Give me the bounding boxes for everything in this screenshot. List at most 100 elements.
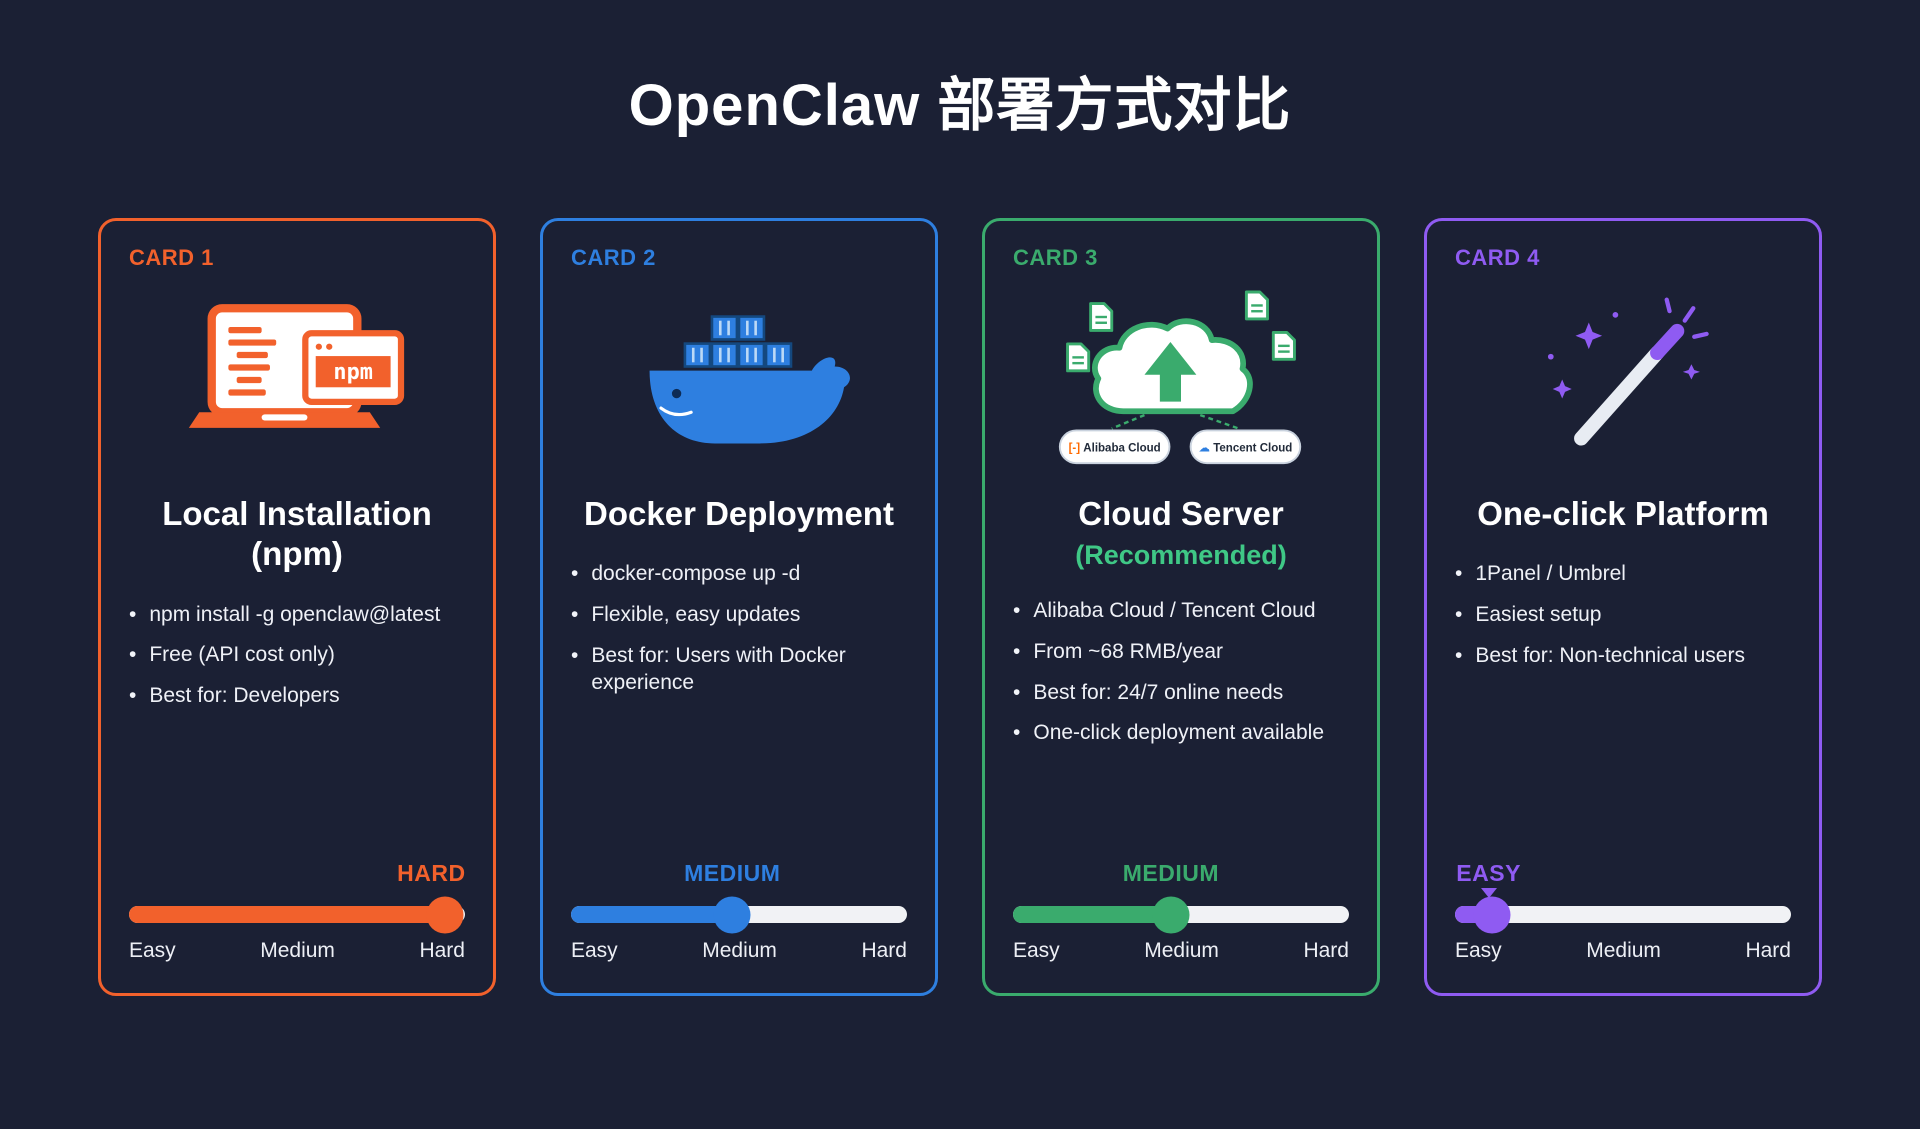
card-label: CARD 4 xyxy=(1455,245,1540,270)
bullet-dot: • xyxy=(129,643,137,667)
scale-label-hard: Hard xyxy=(419,939,465,962)
bullet-dot: • xyxy=(1455,562,1463,586)
bullet-text: npm install -g openclaw@latest xyxy=(149,602,441,626)
difficulty-slider xyxy=(129,896,465,933)
slider-knob xyxy=(713,896,751,933)
bullet-list: • npm install -g openclaw@latest • Free (AP… xyxy=(129,601,465,723)
difficulty-section: MEDIUM Easy Medium Hard xyxy=(1013,860,1349,963)
difficulty-label: MEDIUM xyxy=(1122,860,1220,886)
bullet-list: • Alibaba Cloud / Tencent Cloud • From ~68 … xyxy=(1013,597,1349,760)
slider-knob xyxy=(426,896,464,933)
bullet-item: • docker-compose up -d xyxy=(571,560,907,588)
card-cloud-server: CARD 3 xyxy=(982,218,1380,996)
bullet-text: docker-compose up -d xyxy=(591,562,801,586)
difficulty-label-row: HARD xyxy=(129,860,465,894)
bullet-text: From ~68 RMB/year xyxy=(1033,639,1223,663)
bullet-text: Flexible, easy updates xyxy=(591,602,801,626)
slider-knob xyxy=(1152,896,1190,933)
difficulty-label-row: MEDIUM xyxy=(571,860,907,894)
difficulty-label-row: MEDIUM xyxy=(1013,860,1349,894)
difficulty-section: HARD Easy Medium Hard xyxy=(129,860,465,963)
scale-label-hard: Hard xyxy=(1303,939,1349,962)
difficulty-slider xyxy=(571,896,907,933)
bullet-item: • From ~68 RMB/year xyxy=(1013,638,1349,666)
scale-label-medium: Medium xyxy=(702,939,777,962)
difficulty-label: MEDIUM xyxy=(684,860,781,886)
cloud-upload-icon: [-] Alibaba Cloud ☁ Tencent Cloud xyxy=(1058,290,1302,465)
scale-label-easy: Easy xyxy=(129,939,176,962)
scale-label-easy: Easy xyxy=(571,939,618,962)
bullet-dot: • xyxy=(1013,680,1021,704)
bullet-text: Best for: Users with Docker experience xyxy=(591,643,846,695)
difficulty-label: HARD xyxy=(397,860,466,886)
scale-label-easy: Easy xyxy=(1455,939,1502,962)
difficulty-pointer-icon xyxy=(1480,888,1497,906)
bullet-dot: • xyxy=(129,602,137,626)
slider-knob xyxy=(1473,896,1511,933)
card-icon-area: [-] Alibaba Cloud ☁ Tencent Cloud xyxy=(1013,277,1349,482)
bullet-text: One-click deployment available xyxy=(1033,721,1325,745)
bullet-item: •Best for: Non-technical users xyxy=(1455,642,1791,670)
slider-fill xyxy=(571,906,739,923)
npm-badge-text: npm xyxy=(333,359,372,384)
scale-label-medium: Medium xyxy=(260,939,335,962)
card-one-click: CARD 4 One-click Platform xyxy=(1424,218,1822,996)
difficulty-section: EASY Easy Medium Hard xyxy=(1455,860,1791,963)
bullet-dot: • xyxy=(571,602,579,626)
bullet-text: Alibaba Cloud / Tencent Cloud xyxy=(1033,599,1316,623)
difficulty-label: EASY xyxy=(1456,860,1521,886)
bullet-item: • One-click deployment available xyxy=(1013,719,1349,747)
scale-label-hard: Hard xyxy=(861,939,907,962)
difficulty-slider xyxy=(1455,896,1791,933)
bullet-text: Best for: Developers xyxy=(149,683,340,707)
bullet-dot: • xyxy=(129,683,137,707)
cards-row: CARD 1 npm xyxy=(0,218,1920,996)
card-title: Docker Deployment xyxy=(584,495,894,532)
slider-fill xyxy=(129,906,455,923)
card-title: Local Installation (npm) xyxy=(162,495,432,573)
bullet-text: Free (API cost only) xyxy=(149,643,335,667)
scale-label-medium: Medium xyxy=(1586,939,1661,962)
svg-text:☁ Tencent Cloud: ☁ Tencent Cloud xyxy=(1199,443,1293,455)
bullet-text: Best for: 24/7 online needs xyxy=(1033,680,1284,704)
difficulty-scale: Easy Medium Hard xyxy=(571,939,907,963)
card-icon-area: npm xyxy=(129,277,465,482)
card-icon-area xyxy=(571,277,907,482)
difficulty-section: MEDIUM Easy Medium Hard xyxy=(571,860,907,963)
bullet-dot: • xyxy=(1013,721,1021,745)
bullet-item: • npm install -g openclaw@latest xyxy=(129,601,465,629)
scale-label-hard: Hard xyxy=(1745,939,1791,962)
card-subtitle: (Recommended) xyxy=(1075,540,1287,571)
bullet-item: • Best for: Developers xyxy=(129,682,465,710)
card-icon-area xyxy=(1455,277,1791,482)
difficulty-label-row: EASY xyxy=(1455,860,1791,898)
bullet-text: Easiest setup xyxy=(1475,602,1602,626)
difficulty-slider xyxy=(1013,896,1349,933)
difficulty-scale: Easy Medium Hard xyxy=(129,939,465,963)
bullet-dot: • xyxy=(1013,599,1021,623)
bullet-item: • Alibaba Cloud / Tencent Cloud xyxy=(1013,597,1349,625)
svg-text:[-] Alibaba Cloud: [-] Alibaba Cloud xyxy=(1069,443,1161,455)
alibaba-cloud-badge: [-] Alibaba Cloud xyxy=(1058,429,1171,465)
bullet-dot: • xyxy=(1013,639,1021,663)
magic-wand-icon xyxy=(1547,297,1709,446)
bullet-item: • Flexible, easy updates xyxy=(571,601,907,629)
card-docker: CARD 2 xyxy=(540,218,938,996)
card-local-npm: CARD 1 npm xyxy=(98,218,496,996)
bullet-dot: • xyxy=(571,562,579,586)
bullet-dot: • xyxy=(571,643,579,667)
difficulty-scale: Easy Medium Hard xyxy=(1455,939,1791,963)
card-label: CARD 1 xyxy=(129,245,214,270)
card-label: CARD 3 xyxy=(1013,245,1098,270)
page-title: OpenClaw 部署方式对比 xyxy=(628,73,1292,138)
scale-label-medium: Medium xyxy=(1144,939,1219,962)
scale-label-easy: Easy xyxy=(1013,939,1060,962)
tencent-cloud-badge: ☁ Tencent Cloud xyxy=(1189,429,1302,465)
bullet-list: • 1Panel / Umbrel •Easiest setup •Best for:… xyxy=(1455,560,1791,682)
docker-whale-icon xyxy=(649,314,850,443)
card-label: CARD 2 xyxy=(571,245,656,270)
laptop-npm-icon: npm xyxy=(188,303,405,428)
bullet-text: 1Panel / Umbrel xyxy=(1475,562,1626,586)
bullet-item: • 1Panel / Umbrel xyxy=(1455,560,1791,588)
bullet-item: •Easiest setup xyxy=(1455,601,1791,629)
